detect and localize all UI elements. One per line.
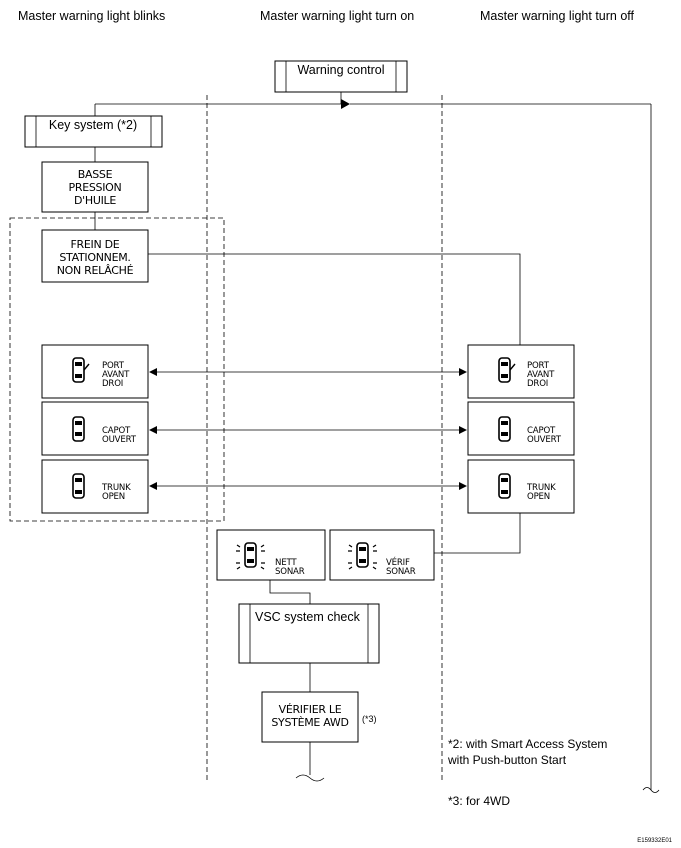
svg-text:AVANT: AVANT [527, 370, 555, 380]
svg-text:DROI: DROI [527, 379, 548, 389]
header-blinks: Master warning light blinks [18, 9, 165, 23]
group-frame [9, 217, 225, 522]
svg-text:PORT: PORT [102, 361, 125, 371]
note-4wd: *3: for 4WD [448, 794, 510, 808]
svg-text:VÉRIF: VÉRIF [386, 556, 410, 568]
svg-text:SYSTÈME AWD: SYSTÈME AWD [271, 716, 348, 729]
svg-text:PRESSION: PRESSION [69, 181, 122, 194]
trunk-to-sonar-line [434, 513, 521, 554]
svg-text:SONAR: SONAR [386, 567, 416, 577]
merge-arrow [341, 99, 350, 109]
svg-text:OPEN: OPEN [527, 492, 550, 502]
door-left-box: PORT AVANT DROI [41, 344, 149, 399]
car-hood-open-icon [72, 416, 85, 442]
svg-text:OPEN: OPEN [102, 492, 125, 502]
header-turn-off: Master warning light turn off [480, 9, 635, 23]
brake-to-door-line [148, 253, 521, 345]
note-push-button: with Push-button Start [447, 753, 567, 767]
trunk-right-box: TRUNK OPEN [467, 459, 575, 514]
svg-text:OUVERT: OUVERT [102, 435, 137, 445]
car-trunk-open-icon [498, 473, 511, 499]
awd-line-break [295, 774, 325, 782]
svg-text:CAPOT: CAPOT [527, 426, 556, 436]
hood-right-box: CAPOT OUVERT [467, 401, 575, 456]
svg-text:Key system (*2): Key system (*2) [49, 118, 137, 132]
svg-text:NETT: NETT [275, 558, 297, 568]
note-smart-access: *2: with Smart Access System [448, 737, 607, 751]
svg-text:PORT: PORT [527, 361, 550, 371]
svg-text:VÉRIFIER LE: VÉRIFIER LE [279, 703, 342, 716]
svg-text:BASSE: BASSE [78, 168, 113, 181]
svg-text:VSC system check: VSC system check [255, 610, 361, 624]
hood-left-box: CAPOT OUVERT [41, 401, 149, 456]
svg-text:TRUNK: TRUNK [101, 483, 131, 493]
svg-text:OUVERT: OUVERT [527, 435, 562, 445]
car-door-open-icon [72, 357, 90, 383]
trunk-left-box: TRUNK OPEN [41, 459, 149, 514]
warning-control-box: Warning control [274, 60, 408, 93]
car-hood-open-icon [498, 416, 511, 442]
car-trunk-open-icon [72, 473, 85, 499]
car-sonar-icon [348, 542, 377, 570]
svg-text:STATIONNEM.: STATIONNEM. [59, 251, 130, 264]
return-line-break [642, 787, 660, 793]
parking-brake-box: FREIN DE STATIONNEM. NON RELÂCHÉ [41, 229, 149, 283]
sonar-to-vsc-line [269, 580, 311, 604]
vsc-check-box: VSC system check [238, 603, 380, 664]
door-right-box: PORT AVANT DROI [467, 344, 575, 399]
car-sonar-icon [236, 542, 265, 570]
nett-sonar-box: NETT SONAR [216, 529, 326, 581]
oil-pressure-box: BASSE PRESSION D'HUILE [41, 161, 149, 213]
awd-footnote-ref: (*3) [362, 714, 377, 724]
svg-text:Warning control: Warning control [297, 63, 384, 77]
svg-text:TRUNK: TRUNK [526, 483, 556, 493]
svg-text:CAPOT: CAPOT [102, 426, 131, 436]
car-door-open-icon [498, 357, 516, 383]
svg-text:NON RELÂCHÉ: NON RELÂCHÉ [57, 264, 134, 277]
figure-code: E159332E01 [637, 838, 672, 844]
awd-check-box: VÉRIFIER LE SYSTÈME AWD [261, 691, 359, 743]
header-turn-on: Master warning light turn on [260, 9, 414, 23]
verif-sonar-box: VÉRIF SONAR [329, 529, 435, 581]
svg-text:SONAR: SONAR [275, 567, 305, 577]
svg-text:AVANT: AVANT [102, 370, 130, 380]
svg-text:FREIN DE: FREIN DE [71, 238, 120, 251]
key-system-box: Key system (*2) [24, 115, 163, 148]
svg-text:D'HUILE: D'HUILE [74, 194, 116, 207]
svg-text:DROI: DROI [102, 379, 123, 389]
